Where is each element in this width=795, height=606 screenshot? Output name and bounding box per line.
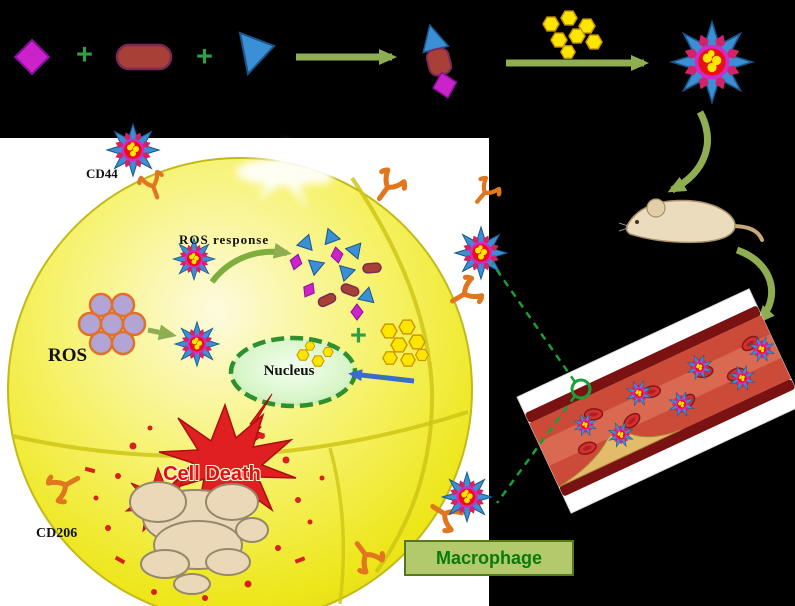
nanostar-large-icon (669, 19, 755, 105)
polymer-cone-icon (238, 31, 276, 77)
plus-sign-1: + (76, 39, 93, 71)
assembled-micelle (422, 23, 458, 99)
mouse (618, 198, 764, 244)
blood-vessel (525, 306, 795, 496)
vessel-panel (516, 288, 795, 514)
ros-to-nanostar-arrow (147, 324, 177, 341)
cell-highlight (236, 140, 338, 208)
drug-cluster-top (542, 10, 603, 59)
plus-sign-3: + (350, 320, 367, 352)
zoom-line-upper (490, 262, 577, 383)
injection-arrow (667, 110, 711, 194)
mouse-tail (730, 224, 764, 242)
drug-to-nucleus-arrow (348, 369, 415, 384)
plus-sign-2: + (196, 41, 213, 73)
polymer-diamond-icon (13, 38, 51, 76)
nanostar-intracellular-icon (173, 320, 221, 368)
zoom-line-lower (495, 395, 577, 504)
nucleus-label: Nucleus (263, 363, 315, 379)
circulation-arrow (735, 246, 776, 324)
polymer-pill-icon (115, 43, 173, 71)
ros-cluster (77, 292, 147, 356)
smoke-cloud (129, 481, 269, 595)
mouse-ear (646, 198, 666, 218)
ros-response-arrow (209, 242, 292, 284)
macrophage-tag: Macrophage (404, 540, 574, 576)
debris-particles (84, 425, 325, 601)
magnifier-circle (570, 378, 592, 400)
mouse-eye (635, 220, 639, 224)
synthesis-row (13, 10, 755, 105)
macrophage-label: Macrophage (435, 547, 543, 568)
disassembled-fragments (289, 227, 382, 321)
ros-response-label: ROS response (179, 232, 270, 247)
cd206-label: CD206 (36, 526, 78, 541)
cd44-label: CD44 (86, 166, 118, 181)
nanostar-membrane-icon (441, 471, 493, 523)
ros-label: ROS (48, 345, 88, 366)
cell-death-label: Cell Death (163, 463, 261, 485)
